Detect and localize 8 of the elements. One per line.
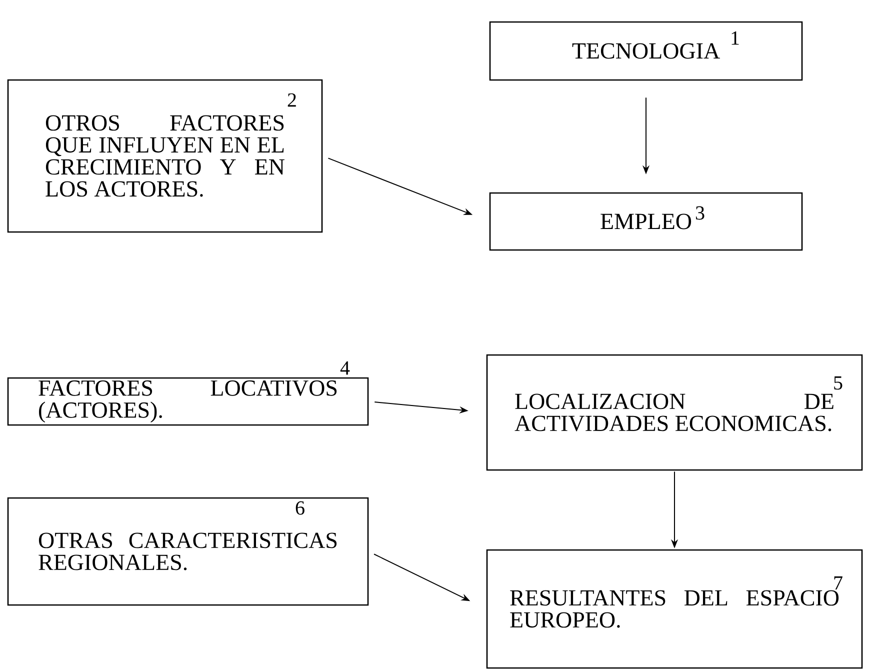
box-number: 1: [732, 31, 739, 45]
box-number: 2: [288, 93, 296, 107]
box-number: 5: [834, 376, 842, 390]
box-number: 7: [834, 576, 842, 590]
box-number: 4: [340, 361, 350, 375]
box-number: 6: [296, 501, 304, 515]
box-number: 3: [696, 206, 704, 220]
text-box: FACTORES LOCATIVOS (ACTORES).: [7, 377, 369, 426]
